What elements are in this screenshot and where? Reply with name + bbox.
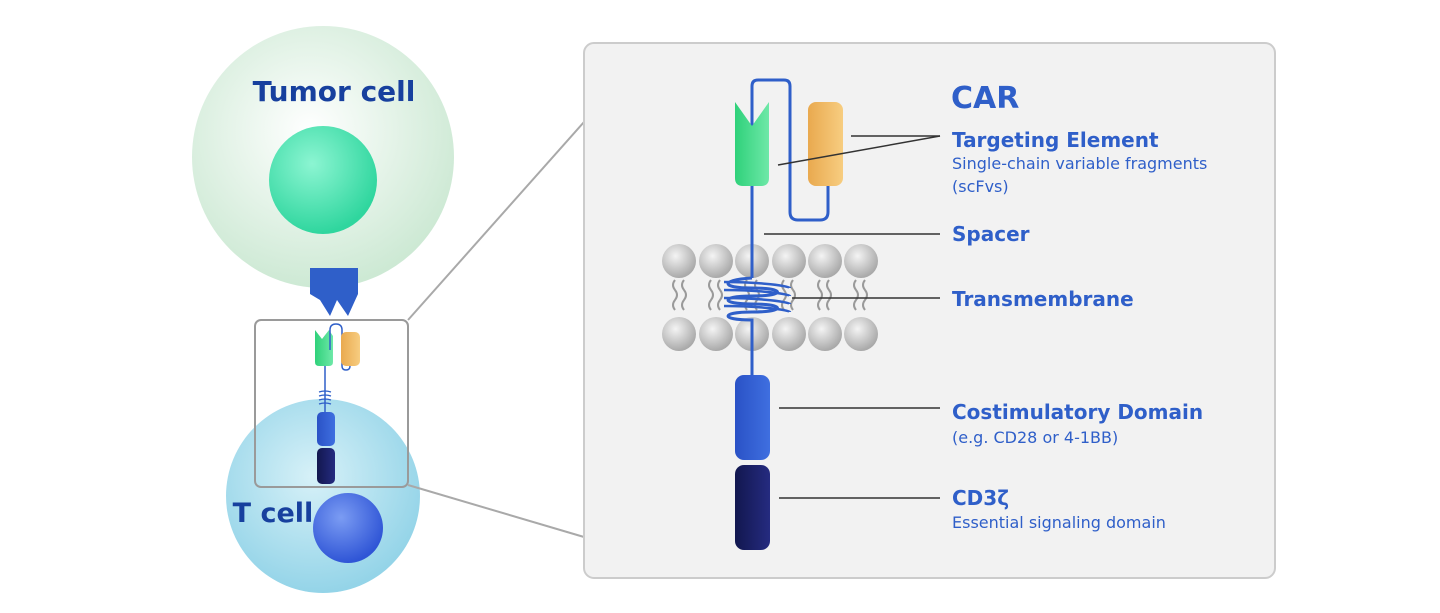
tumor-cell: Tumor cell [192,26,454,288]
costimulatory-name: Costimulatory Domain [952,400,1203,424]
zoom-line-bottom [407,484,585,538]
label-costimulatory: Costimulatory Domain (e.g. CD28 or 4-1BB… [952,400,1203,447]
tumor-nucleus [269,126,377,234]
car-backbone-chain [750,78,830,222]
t-cell-label: T cell [233,498,314,529]
membrane-bottom-beads [662,317,878,351]
scfv-heavy-chain [808,102,843,186]
car-title: CAR [951,81,1019,116]
membrane-top-beads [662,244,878,278]
cd3z-name: CD3ζ [952,486,1009,510]
costimulatory-domain [735,375,770,460]
cd3-zeta-domain [735,465,770,550]
t-cell-nucleus [313,493,383,563]
zoom-box [254,319,409,488]
spacer-label: Spacer [952,222,1030,246]
targeting-element-name: Targeting Element [952,128,1159,152]
leader-lines [764,135,941,499]
costimulatory-desc: (e.g. CD28 or 4-1BB) [952,428,1118,447]
scfv-light-chain [735,102,769,186]
zoom-line-top [407,121,585,321]
tumor-cell-label: Tumor cell [253,75,416,108]
transmembrane-label: Transmembrane [952,287,1134,311]
tumor-antigen [310,268,358,316]
label-targeting-element: Targeting Element Single-chain variable … [952,128,1207,196]
targeting-element-desc-2: (scFvs) [952,177,1009,196]
transmembrane-helix [726,276,779,376]
t-cell: T cell [226,399,420,593]
cd3z-desc: Essential signaling domain [952,513,1166,532]
targeting-element-desc-1: Single-chain variable fragments [952,154,1207,173]
small-car-receptor [315,323,360,484]
label-cd3z: CD3ζ Essential signaling domain [952,486,1166,532]
car-receptor [723,78,843,550]
